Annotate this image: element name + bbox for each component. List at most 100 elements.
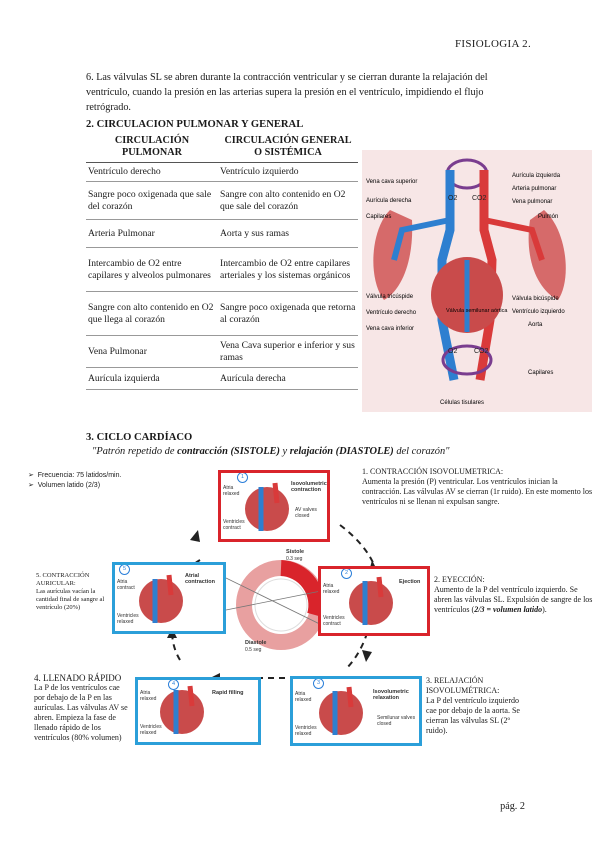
label-capilares-right: Capilares	[528, 370, 553, 376]
arrow-4-to-5	[171, 629, 181, 661]
label-vena-pulm: Vena pulmonar	[512, 199, 552, 205]
systole-arc	[280, 560, 325, 618]
atria-label: Atria relaxed	[223, 485, 240, 497]
o2-label-top: O2	[448, 195, 457, 202]
table-cell: Aorta y sus ramas	[218, 219, 358, 248]
arrow-1-to-2	[339, 524, 375, 566]
heart-icon	[139, 574, 183, 623]
label-aorta: Aorta	[528, 322, 543, 328]
phase-4-title: 4. LLENADO RÁPIDO	[34, 673, 122, 683]
col-header-pulmonar: CIRCULACIÓN PULMONAR	[86, 133, 218, 163]
table-cell: Aurícula izquierda	[86, 367, 218, 390]
bullet-volumen: Volumen latido (2/3)	[37, 482, 101, 489]
phase-1-note: 1. CONTRACCIÓN ISOVOLUMETRICA: Aumenta l…	[362, 467, 594, 507]
pulmonary-artery-left	[391, 217, 451, 261]
diastole-label: Diastole	[245, 640, 267, 646]
quote-diastole: relajación (DIASTOLE)	[289, 446, 394, 457]
phase-title: Atrial contraction	[185, 573, 215, 585]
phase-4-text: La P de los ventrículos cae por debajo d…	[34, 683, 128, 742]
co2-label-bottom: CO2	[474, 348, 489, 355]
systemic-capillary-loop	[441, 344, 493, 376]
phase-2-title: 2. EYECCIÓN:	[434, 575, 485, 584]
phase-2-text-c: ).	[542, 605, 547, 614]
lung-right	[528, 210, 566, 300]
sistole-time: 0.3 seg	[286, 556, 303, 562]
label-valv-bicuspide: Válvula bicúspide	[512, 296, 559, 302]
phase-number: 1	[237, 473, 248, 483]
diastole-time: 0.5 seg	[245, 647, 262, 653]
section-3-title: 3. CICLO CARDÍACO	[86, 432, 193, 443]
phase-4-note: 4. LLENADO RÁPIDO La P de los ventrículo…	[34, 673, 130, 743]
arrowhead-icon	[190, 530, 200, 542]
clock-line	[225, 587, 337, 611]
table-cell: Ventrículo derecho	[86, 162, 218, 182]
atria-label: Atria relaxed	[140, 690, 157, 702]
phase-3-text: La P del ventrículo izquierdo cae por de…	[426, 696, 520, 735]
quote-part: "Patrón repetido de	[92, 446, 178, 457]
heart-icon	[245, 482, 289, 531]
clock-line	[225, 577, 337, 633]
phase-5-box: 5 Atrial contraction Atria contract Vent…	[112, 562, 226, 634]
ventricles-label: Ventricles contract	[223, 519, 245, 531]
phase-2-text: Aumento de la P del ventrículo izquierdo…	[434, 585, 594, 615]
phase-1-text: Aumenta la presión (P) ventricular. Los …	[362, 477, 593, 506]
semilunar-label: Semilunar valves closed	[377, 715, 416, 727]
phase-3-title: 3. RELAJACIÓN ISOVOLUMÉTRICA:	[426, 676, 500, 695]
label-auricula-izq: Aurícula izquierda	[512, 173, 561, 179]
arrowhead-icon	[362, 650, 372, 662]
phase-number: 4	[168, 680, 179, 690]
phase-1-box: 1 Isovolumetric contraction Atria relaxe…	[218, 470, 330, 542]
phase-5-note: 5. CONTRACCIÓN AURICULAR: Las aurículas …	[36, 572, 110, 612]
table-cell: Sangre poco oxigenada que retorna al cor…	[218, 291, 358, 336]
ventricles-label: Ventricles relaxed	[140, 724, 162, 736]
quote-part: y	[279, 446, 290, 457]
label-pulmon: Pulmón	[538, 214, 558, 220]
bullet-frecuencia: Frecuencia: 75 latidos/min.	[37, 472, 122, 479]
page-header: FISIOLOGIA 2.	[454, 38, 531, 50]
sistole-label: Sístole	[286, 549, 305, 555]
heart-icon	[349, 576, 393, 625]
circulation-diagram: O2 CO2 O2 CO2 Vena cava superior Aurícul…	[362, 150, 592, 412]
phase-2-note: 2. EYECCIÓN: Aumento de la P del ventríc…	[434, 575, 594, 615]
ventricles-label: Ventricles relaxed	[117, 613, 139, 625]
o2-label-bottom: O2	[448, 348, 457, 355]
quote-sistole: contracción (SISTOLE)	[177, 446, 280, 457]
table-cell: Aurícula derecha	[218, 367, 358, 390]
table-cell: Vena Cava superior e inferior y sus rama…	[218, 335, 358, 368]
label-celulas: Células tisulares	[440, 400, 484, 406]
aorta-vessel	[475, 170, 497, 381]
circulation-table: CIRCULACIÓN PULMONAR CIRCULACIÓN GENERAL…	[86, 133, 358, 390]
phase-4-box: 4 Rapid filling Atria relaxed Ventricles…	[135, 677, 261, 745]
table-cell: Sangre con alto contenido en O2 que lleg…	[86, 291, 218, 336]
atria-label: Atria relaxed	[323, 583, 340, 595]
phase-1-title: 1. CONTRACCIÓN ISOVOLUMETRICA:	[362, 467, 504, 476]
heart-icon	[319, 686, 363, 735]
label-vena-cava-inf: Vena cava inferior	[366, 326, 414, 332]
vena-cava-vessel	[437, 170, 459, 381]
label-ventriculo-der: Ventrículo derecho	[366, 310, 417, 316]
label-ventriculo-izq: Ventrículo izquierdo	[512, 309, 565, 315]
phase-2-box: 2 Ejection Atria relaxed Ventricles cont…	[318, 566, 430, 636]
page-number: pág. 2	[500, 801, 525, 812]
table-cell: Intercambio de O2 entre capilares y alve…	[86, 247, 218, 292]
table-cell: Sangre poco oxigenada que sale del coraz…	[86, 181, 218, 220]
table-cell: Vena Pulmonar	[86, 335, 218, 368]
phase-title: Rapid filling	[212, 690, 244, 696]
table-cell: Sangre con alto contenido en O2 que sale…	[218, 181, 358, 220]
table-row: Intercambio de O2 entre capilares y alve…	[86, 247, 358, 292]
phase-title: Ejection	[399, 579, 421, 585]
phase-number: 5	[119, 565, 130, 575]
table-row: Sangre con alto contenido en O2 que lleg…	[86, 291, 358, 336]
atria-label: Atria contract	[117, 579, 135, 591]
table-row: Sangre poco oxigenada que sale del coraz…	[86, 181, 358, 220]
col-header-general: CIRCULACIÓN GENERAL O SISTÉMICA	[218, 133, 358, 163]
phase-2-text-a: Aumento de la P del ventrículo izquierdo…	[434, 585, 593, 614]
phase-3-box: 3 Isovolumetric relaxation Atria relaxed…	[290, 676, 422, 746]
phase-number: 3	[313, 679, 324, 689]
ventricles-label: Ventricles contract	[323, 615, 345, 627]
phase-number: 2	[341, 569, 352, 579]
quote-part: del corazón"	[393, 446, 450, 457]
